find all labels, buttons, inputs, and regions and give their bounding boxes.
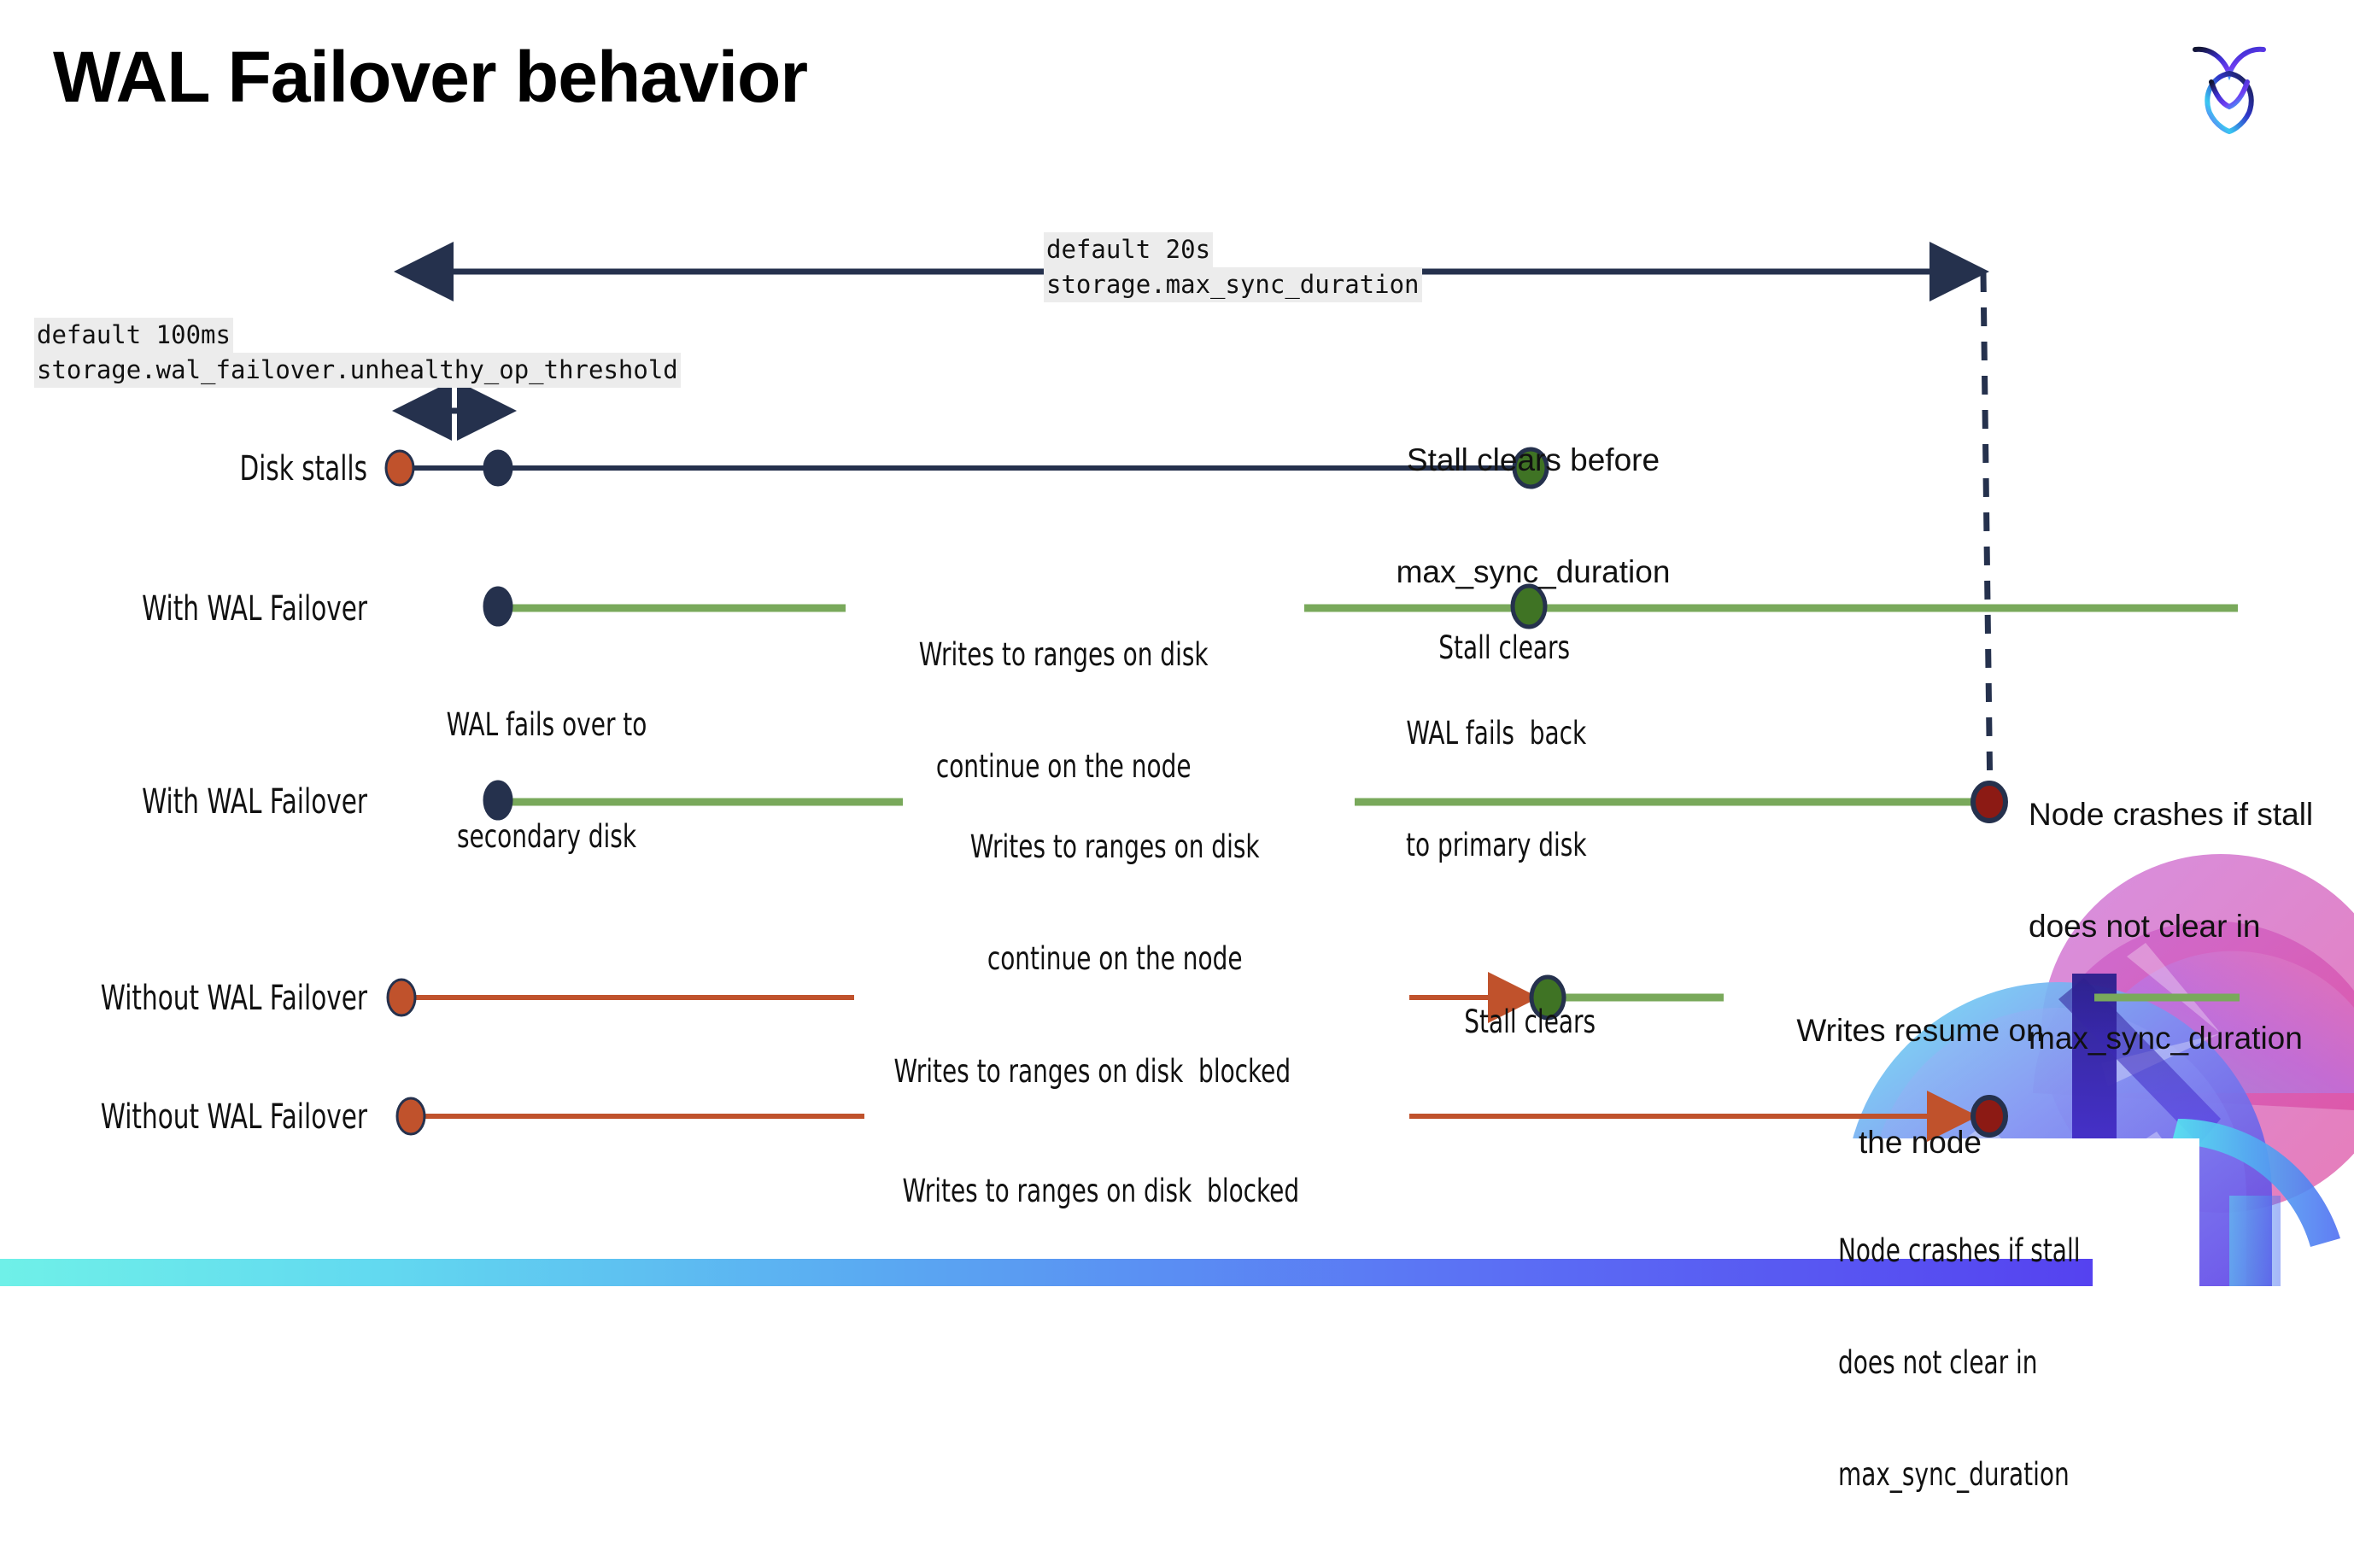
max-sync-duration-dropline bbox=[1980, 272, 1994, 804]
annotation-line: Stall clears bbox=[1438, 629, 1571, 667]
row-without-wal-failover-1-track bbox=[386, 972, 2240, 1023]
wal-failover-timeline-diagram bbox=[384, 242, 2240, 1142]
annotation-line: continue on the node bbox=[935, 748, 1192, 786]
annotation-line: Writes to ranges on disk blocked bbox=[902, 1173, 1300, 1210]
annotation-line: Stall clears bbox=[1464, 1003, 1596, 1041]
annotation-line: WAL fails over to bbox=[446, 706, 647, 744]
annotation-line: Writes to ranges on disk blocked bbox=[893, 1053, 1291, 1091]
annotation-line: Node crashes if stall bbox=[1838, 1232, 2081, 1270]
page-title: WAL Failover behavior bbox=[53, 37, 808, 117]
max-sync-duration-callout: default 20s storage.max_sync_duration bbox=[1044, 232, 1422, 303]
annotation-line: the node bbox=[1858, 1125, 1982, 1161]
annotation-writes-continue-1: Writes to ranges on disk continue on the… bbox=[863, 562, 1264, 860]
annotation-line: Writes to ranges on disk bbox=[969, 828, 1260, 866]
annotation-line: Node crashes if stall bbox=[2029, 797, 2314, 833]
row-label-without-wal-failover-1: Without WAL Failover bbox=[100, 979, 367, 1018]
annotation-wal-fails-over: WAL fails over to secondary disk bbox=[367, 632, 726, 930]
row-with-wal-failover-2-track bbox=[483, 780, 2008, 823]
row-label-with-wal-failover-2: With WAL Failover bbox=[142, 782, 367, 822]
annotation-line: Writes to ranges on disk bbox=[918, 636, 1209, 674]
annotation-node-crashes-bottom: Node crashes if stall does not clear in … bbox=[1838, 1158, 2140, 1568]
annotation-line: Stall clears before bbox=[1406, 442, 1660, 478]
annotation-line: secondary disk bbox=[456, 818, 637, 856]
bottom-accent-bar bbox=[0, 1259, 2093, 1286]
annotation-line: Writes resume on bbox=[1796, 1013, 2044, 1049]
annotation-line: WAL fails back bbox=[1406, 715, 1587, 752]
annotation-line: max_sync_duration bbox=[2029, 1021, 2303, 1056]
annotation-writes-blocked-2: Writes to ranges on disk blocked bbox=[871, 1098, 1331, 1284]
annotation-wal-fails-back: WAL fails back to primary disk bbox=[1320, 641, 1672, 939]
row-label-with-wal-failover-1: With WAL Failover bbox=[142, 589, 367, 629]
max-sync-default-label: default 20s bbox=[1044, 232, 1214, 268]
row-label-without-wal-failover-2: Without WAL Failover bbox=[100, 1097, 367, 1137]
annotation-line: max_sync_duration bbox=[1838, 1456, 2070, 1494]
unhealthy-op-default-label: default 100ms bbox=[34, 318, 233, 354]
annotation-stall-clears-row2: Stall clears bbox=[1375, 555, 1633, 741]
annotation-node-crashes-top: Node crashes if stall does not clear in … bbox=[2029, 722, 2354, 1132]
annotation-writes-continue-2: Writes to ranges on disk continue on the… bbox=[914, 754, 1315, 1052]
annotation-stall-clears-row4: Stall clears bbox=[1401, 929, 1659, 1115]
row-disk-stalls-track bbox=[384, 447, 1549, 489]
row-without-wal-failover-2-track bbox=[395, 1091, 2008, 1142]
annotation-writes-resume: Writes resume on the node bbox=[1758, 938, 2082, 1236]
row-label-disk-stalls: Disk stalls bbox=[239, 449, 367, 489]
cockroachdb-logo bbox=[2182, 24, 2276, 135]
annotation-line: continue on the node bbox=[987, 940, 1243, 978]
annotation-stall-clears-before: Stall clears before max_sync_duration bbox=[1358, 367, 1708, 665]
max-sync-setting-name: storage.max_sync_duration bbox=[1044, 267, 1422, 303]
row-with-wal-failover-1-track bbox=[483, 583, 2238, 629]
annotation-line: does not clear in bbox=[2029, 909, 2261, 945]
unhealthy-op-setting-name: storage.wal_failover.unhealthy_op_thresh… bbox=[34, 353, 681, 389]
annotation-writes-blocked-1: Writes to ranges on disk blocked bbox=[863, 979, 1322, 1165]
unhealthy-op-threshold-callout: default 100ms storage.wal_failover.unhea… bbox=[34, 318, 681, 389]
slide-canvas: WAL Failover behavior bbox=[0, 24, 2354, 1494]
annotation-line: to primary disk bbox=[1406, 827, 1587, 864]
annotation-line: max_sync_duration bbox=[1396, 554, 1671, 590]
annotation-line: does not clear in bbox=[1838, 1344, 2038, 1382]
